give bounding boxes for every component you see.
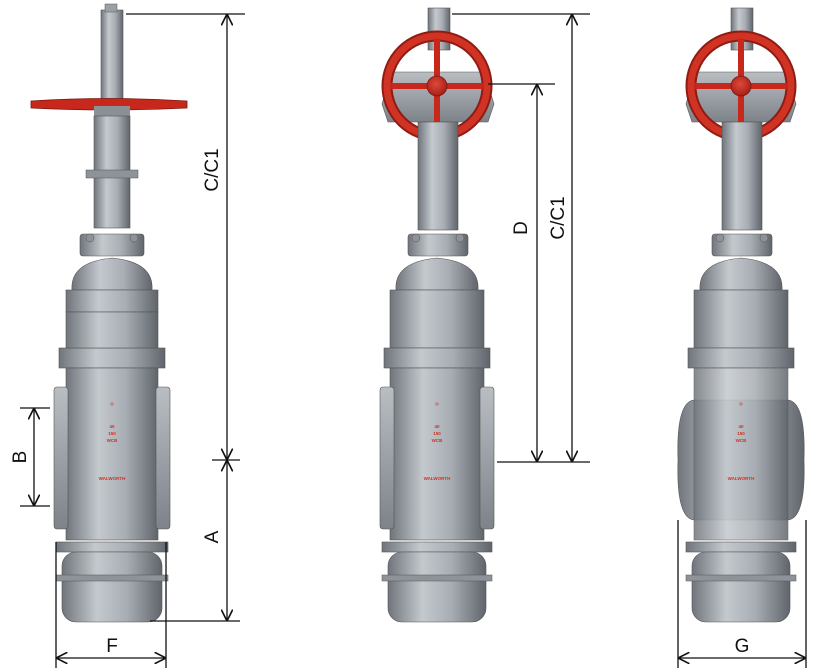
- marking-line2: 150: [108, 431, 116, 436]
- handwheel-edge: [30, 98, 188, 111]
- end-flange-right: [155, 386, 171, 530]
- valve-right: ◇ 40 150 WCB WALWORTH: [677, 7, 805, 623]
- marking-line3: WCB: [432, 438, 443, 443]
- marking-line1: 40: [109, 424, 115, 429]
- dimensions-left: [20, 13, 245, 668]
- marking-brand: WALWORTH: [99, 476, 126, 481]
- dim-label-d: D: [511, 221, 532, 235]
- marking-line2: 150: [433, 431, 441, 436]
- dim-label-cc-left: C/C1: [202, 148, 223, 191]
- marking-line1: 40: [738, 424, 744, 429]
- marking-line2: 150: [737, 431, 745, 436]
- dim-label-f: F: [106, 636, 118, 657]
- stem: [100, 9, 124, 111]
- svg-text:◇: ◇: [738, 401, 743, 406]
- svg-text:◇: ◇: [434, 401, 439, 406]
- dim-label-a: A: [202, 530, 223, 543]
- dim-label-cc-middle: C/C1: [548, 196, 569, 239]
- marking-line1: 40: [434, 424, 440, 429]
- end-flange-left: [53, 386, 69, 530]
- valve-left: ◇ 40 150 WCB WALWORTH: [30, 3, 188, 623]
- dim-label-b: B: [10, 451, 31, 464]
- valve-middle: ◇ 40 150 WCB WALWORTH: [379, 7, 495, 623]
- body-markings: ◇ 40 150 WCB WALWORTH: [99, 401, 126, 481]
- dimensions-middle: [452, 13, 590, 463]
- marking-line3: WCB: [107, 438, 118, 443]
- marking-line3: WCB: [736, 438, 747, 443]
- handwheel: [685, 30, 797, 142]
- svg-text:◇: ◇: [109, 401, 114, 406]
- body-markings: ◇ 40 150 WCB WALWORTH: [424, 401, 451, 481]
- body-markings: ◇ 40 150 WCB WALWORTH: [728, 401, 755, 481]
- marking-brand: WALWORTH: [728, 476, 755, 481]
- dim-label-g: G: [735, 636, 750, 657]
- dimensions-right: [677, 520, 807, 668]
- marking-brand: WALWORTH: [424, 476, 451, 481]
- handwheel: [381, 30, 493, 142]
